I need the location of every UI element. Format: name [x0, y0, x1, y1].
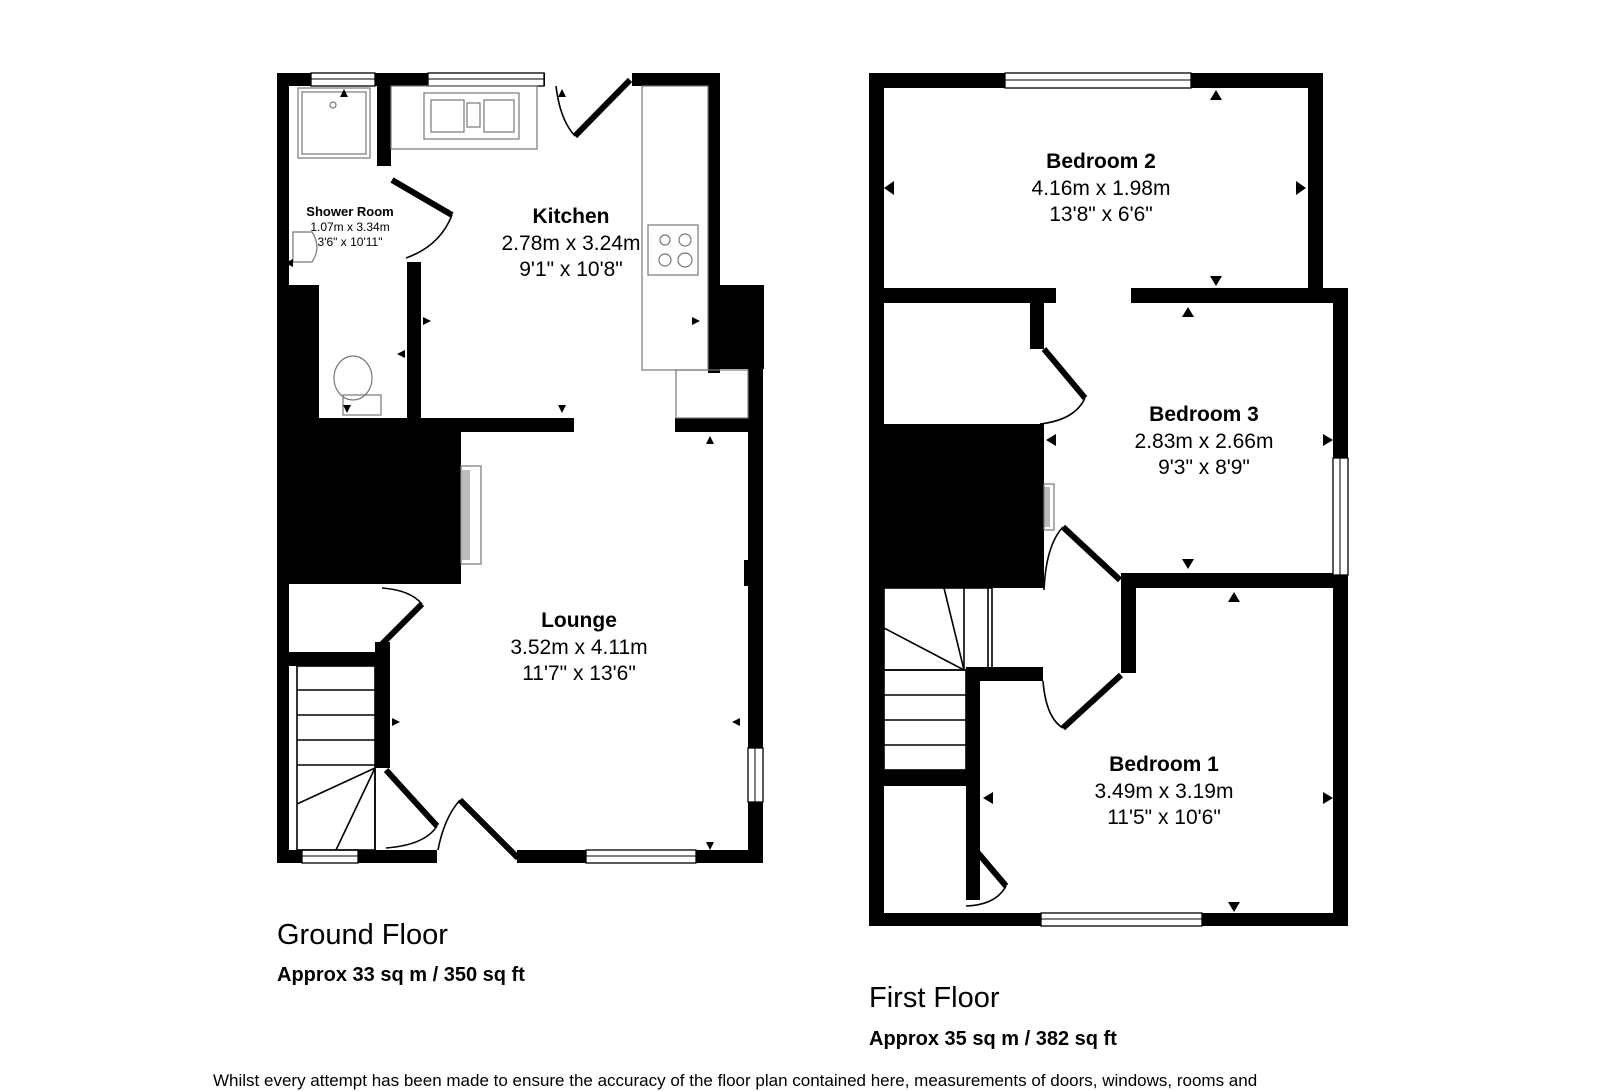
room-name-bedroom-1: Bedroom 1	[1109, 753, 1219, 776]
ground-floor-plan: Shower Room 1.07m x 3.34m 3'6" x 10'11" …	[277, 72, 764, 864]
room-imperial-bedroom-1: 11'5" x 10'6"	[1107, 806, 1221, 829]
room-metric-kitchen: 2.78m x 3.24m	[502, 232, 641, 255]
room-metric-bedroom-3: 2.83m x 2.66m	[1135, 430, 1274, 453]
room-metric-lounge: 3.52m x 4.11m	[510, 636, 647, 659]
ground-floor-area: Approx 33 sq m / 350 sq ft	[277, 964, 525, 986]
room-imperial-lounge: 11'7" x 13'6"	[522, 662, 636, 685]
room-name-kitchen: Kitchen	[532, 205, 609, 228]
room-imperial-bedroom-2: 13'8" x 6'6"	[1049, 203, 1153, 226]
room-metric-bedroom-1: 3.49m x 3.19m	[1095, 780, 1234, 803]
room-name-bedroom-2: Bedroom 2	[1046, 150, 1156, 173]
ground-stairs	[296, 665, 376, 851]
room-name-bedroom-3: Bedroom 3	[1149, 403, 1259, 426]
ground-floor-title: Ground Floor	[277, 919, 448, 951]
disclaimer-text: Whilst every attempt has been made to en…	[213, 1071, 1258, 1090]
room-metric-bedroom-2: 4.16m x 1.98m	[1032, 177, 1171, 200]
first-floor-stairs	[883, 587, 993, 771]
room-metric-shower-room: 1.07m x 3.34m	[310, 220, 389, 234]
room-imperial-shower-room: 3'6" x 10'11"	[318, 235, 383, 249]
first-floor-title: First Floor	[869, 982, 1000, 1014]
room-name-lounge: Lounge	[541, 609, 617, 632]
first-floor-area: Approx 35 sq m / 382 sq ft	[869, 1028, 1117, 1050]
room-name-shower-room: Shower Room	[306, 204, 393, 219]
room-imperial-bedroom-3: 9'3" x 8'9"	[1158, 456, 1250, 479]
room-imperial-kitchen: 9'1" x 10'8"	[519, 258, 623, 281]
first-floor-plan: Bedroom 2 4.16m x 1.98m 13'8" x 6'6" Bed…	[869, 72, 1349, 927]
